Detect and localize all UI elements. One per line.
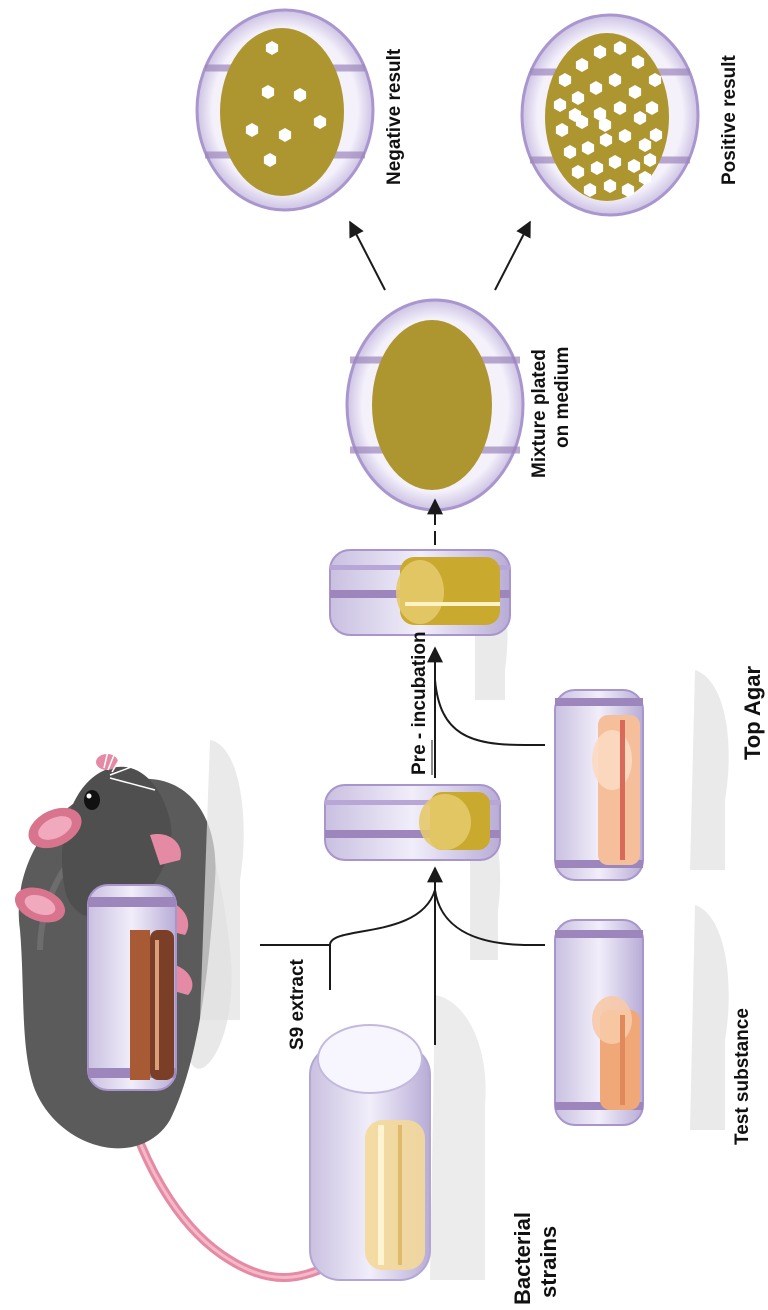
label-negative-result: Negative result: [384, 48, 405, 185]
petri-dish-icon: [197, 10, 373, 210]
petri-dish-icon: [522, 15, 698, 215]
test-tube-icon: [555, 670, 729, 880]
label-top-agar: Top Agar: [740, 665, 765, 760]
label-mixture-plated: Mixture plated: [529, 349, 550, 478]
label-test-substance: Test substance: [732, 1008, 753, 1145]
label-bacterial-strains-2: strains: [536, 1226, 561, 1298]
label-pre-incubation: Pre - incubation: [409, 631, 430, 775]
s9-branch-line: [330, 890, 435, 990]
label-positive-result: Positive result: [719, 54, 740, 185]
arrow-icon: [495, 222, 530, 290]
label-on-medium: on medium: [552, 347, 573, 448]
test-tube-icon: [555, 905, 729, 1130]
arrow-icon: [350, 222, 385, 290]
petri-dish-icon: [347, 300, 523, 510]
label-bacterial-strains-1: Bacterial: [510, 1212, 535, 1305]
label-s9-extract: S9 extract: [287, 958, 308, 1050]
test-tube-icon: [310, 995, 486, 1280]
